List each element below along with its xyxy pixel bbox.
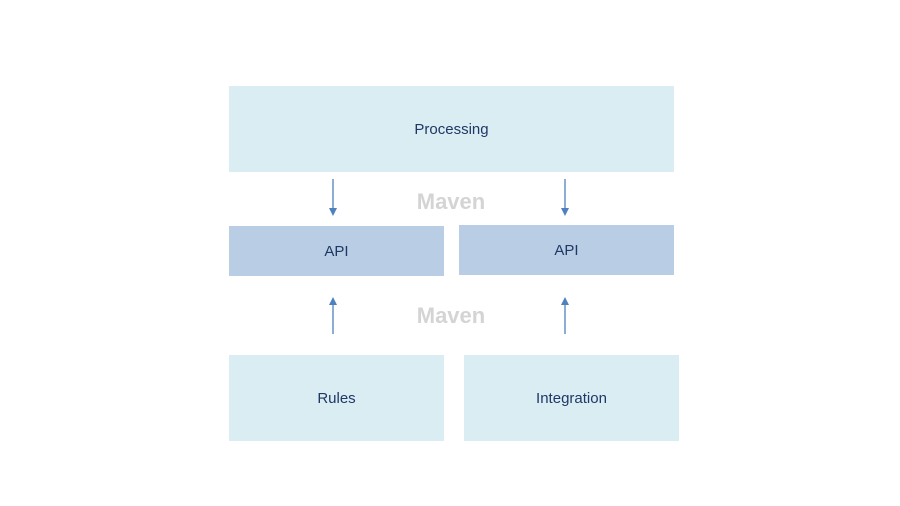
api-left-label: API <box>324 242 349 260</box>
api-right-box: API <box>459 225 674 275</box>
processing-label: Processing <box>414 120 489 138</box>
integration-box: Integration <box>464 355 679 441</box>
maven-bottom-label: Maven <box>416 303 486 328</box>
arrow-processing-to-api-left <box>329 179 337 216</box>
maven-top-label: Maven <box>416 189 486 214</box>
api-right-label: API <box>554 241 579 259</box>
arrow-rules-to-api-left <box>329 297 337 334</box>
arrow-integration-to-api-right <box>561 297 569 334</box>
rules-label: Rules <box>317 389 356 407</box>
rules-box: Rules <box>229 355 444 441</box>
api-left-box: API <box>229 226 444 276</box>
processing-box: Processing <box>229 86 674 172</box>
integration-label: Integration <box>536 389 607 407</box>
arrow-processing-to-api-right <box>561 179 569 216</box>
